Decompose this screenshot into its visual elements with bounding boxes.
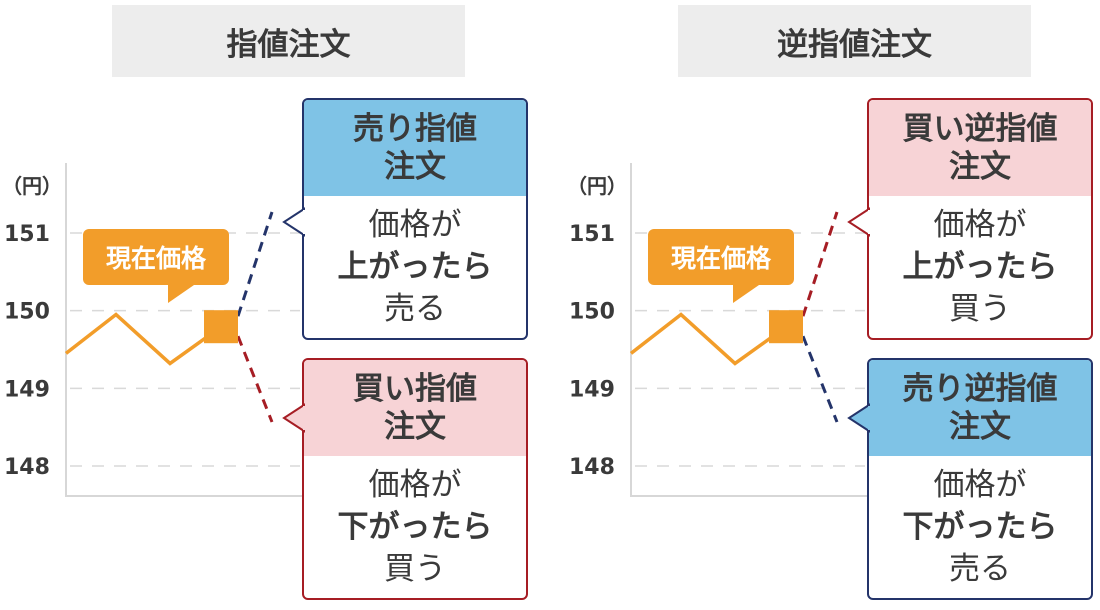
projection-down-line <box>801 335 839 423</box>
buy-limit-line2: 下がったら <box>337 509 493 545</box>
y-tick-151: 151 <box>4 222 50 247</box>
plot-frame <box>630 163 867 497</box>
buy-limit-card-pointer <box>282 403 308 433</box>
projection-up-line <box>801 211 839 317</box>
sell-limit-card: 売り指値 注文 価格が 上がったら 売る <box>302 98 528 340</box>
sell-limit-title-line2: 注文 <box>384 149 446 185</box>
badge-pointer <box>168 285 194 303</box>
buy-stop-line3: 買う <box>949 291 1011 327</box>
y-tick-148: 148 <box>4 455 50 480</box>
sell-limit-line3: 売る <box>384 291 446 327</box>
buy-limit-card-header: 買い指値 注文 <box>304 360 526 456</box>
buy-stop-title-line1: 買い逆指値 <box>902 111 1058 147</box>
badge-pointer <box>733 285 759 303</box>
buy-stop-card: 買い逆指値 注文 価格が 上がったら 買う <box>867 98 1093 340</box>
sell-stop-line1: 価格が <box>933 467 1027 503</box>
limit-order-title: 指値注文 <box>112 5 465 77</box>
current-price-marker <box>204 310 238 344</box>
buy-stop-line2: 上がったら <box>902 249 1058 285</box>
current-price-label: 現在価格 <box>105 244 206 273</box>
sell-limit-card-pointer <box>282 207 308 237</box>
stop-order-title: 逆指値注文 <box>678 5 1031 77</box>
buy-limit-line1: 価格が <box>368 467 462 503</box>
sell-stop-line3: 売る <box>949 551 1011 587</box>
y-unit-label: （円） <box>2 174 62 198</box>
sell-limit-card-header: 売り指値 注文 <box>304 100 526 196</box>
sell-stop-line2: 下がったら <box>902 509 1058 545</box>
sell-stop-card-body: 価格が 下がったら 売る <box>869 456 1091 598</box>
y-tick-148: 148 <box>569 455 615 480</box>
price-line <box>64 312 224 366</box>
sell-stop-title-line2: 注文 <box>949 409 1011 445</box>
sell-stop-title-line1: 売り逆指値 <box>902 371 1058 407</box>
current-price-badge: 現在価格 <box>648 229 794 303</box>
projection-up-line <box>236 211 274 317</box>
sell-stop-card-pointer <box>847 403 873 433</box>
projection-down-line <box>236 335 274 423</box>
buy-limit-title-line2: 注文 <box>384 409 446 445</box>
buy-limit-title-line1: 買い指値 <box>353 371 477 407</box>
buy-stop-line1: 価格が <box>933 207 1027 243</box>
y-tick-150: 150 <box>569 300 615 325</box>
sell-stop-card: 売り逆指値 注文 価格が 下がったら 売る <box>867 358 1093 600</box>
plot-frame <box>65 163 302 497</box>
sell-limit-line1: 価格が <box>368 207 462 243</box>
current-price-marker <box>769 310 803 344</box>
buy-stop-card-pointer <box>847 207 873 237</box>
sell-stop-card-header: 売り逆指値 注文 <box>869 360 1091 456</box>
sell-limit-title-line1: 売り指値 <box>353 111 477 147</box>
y-tick-151: 151 <box>569 222 615 247</box>
current-price-label: 現在価格 <box>670 244 771 273</box>
y-tick-149: 149 <box>569 377 615 402</box>
buy-limit-line3: 買う <box>384 551 446 587</box>
buy-limit-card-body: 価格が 下がったら 買う <box>304 456 526 598</box>
buy-stop-title-line2: 注文 <box>949 149 1011 185</box>
buy-limit-card: 買い指値 注文 価格が 下がったら 買う <box>302 358 528 600</box>
y-tick-150: 150 <box>4 300 50 325</box>
sell-limit-card-body: 価格が 上がったら 売る <box>304 196 526 338</box>
buy-stop-card-header: 買い逆指値 注文 <box>869 100 1091 196</box>
y-unit-label: （円） <box>567 174 627 198</box>
buy-stop-card-body: 価格が 上がったら 買う <box>869 196 1091 338</box>
price-line <box>629 312 789 366</box>
sell-limit-line2: 上がったら <box>337 249 493 285</box>
stop-order-panel: 逆指値注文 （円） 151 150 149 148 現在価格 買い逆指値 注文 価格が … <box>565 0 1100 610</box>
limit-order-panel: 指値注文 （円） 151 150 149 148 現在価格 売り指値 注文 価格が 上が… <box>2 5 528 600</box>
y-tick-149: 149 <box>4 377 50 402</box>
current-price-badge: 現在価格 <box>83 229 229 303</box>
